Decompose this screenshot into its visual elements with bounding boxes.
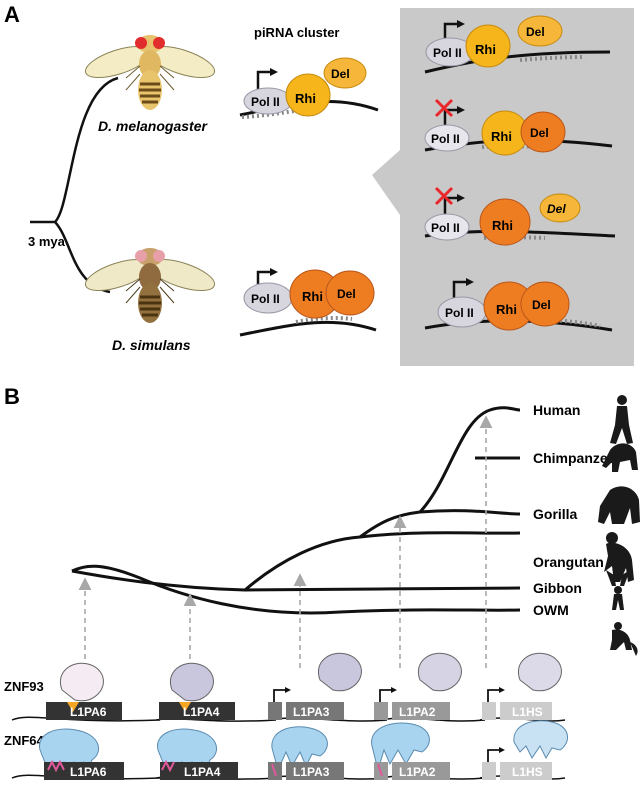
znf93-protein: [169, 662, 214, 702]
d-melanogaster-fly-icon: [84, 35, 216, 110]
del-label: Del: [331, 67, 350, 81]
l1-element-label: L1HS: [512, 705, 543, 719]
d-simulans-fly-icon: [84, 248, 216, 323]
l1-element-label: L1HS: [512, 765, 543, 779]
divergence-time: 3 mya: [28, 234, 66, 249]
l1-element-box: [160, 762, 238, 780]
del-label: Del: [526, 25, 545, 39]
primate-tree: [71, 406, 521, 615]
l1-element-label: L1PA3: [293, 765, 330, 779]
rhi-label: Rhi: [496, 302, 517, 317]
l1-element-box: [482, 762, 496, 780]
pol-ii-label: Pol II: [431, 221, 460, 235]
l1-element-box: [374, 702, 388, 720]
l1-element-box: [268, 702, 282, 720]
inhibit-cross-icon: [434, 98, 454, 118]
transcription-arrow-icon: [379, 689, 392, 702]
znf93-row: L1PA6 L1PA4 L1PA3 L1PA2 L1HS: [11, 652, 566, 722]
l1-element-label: L1PA6: [70, 705, 107, 719]
rhi-label: Rhi: [302, 289, 323, 304]
orangutan-icon: [604, 532, 634, 582]
taxon-owm: OWM: [533, 602, 569, 618]
l1-element-box: [44, 762, 124, 780]
znf93-label: ZNF93: [4, 679, 44, 694]
variant-3: Pol II Rhi Del: [424, 186, 616, 246]
rhi-shape: [285, 73, 331, 117]
transcription-arrow-icon: [487, 749, 500, 762]
l1-element-box: [392, 762, 450, 780]
variants-box: [372, 8, 634, 366]
znf93-protein: [517, 652, 562, 692]
l1-element-box: [500, 702, 552, 720]
l1-element-label: L1PA3: [293, 705, 330, 719]
panel-b-letter: B: [4, 384, 20, 409]
taxon-gorilla: Gorilla: [533, 506, 578, 522]
gibbon-icon: [606, 570, 630, 610]
species-2-label: D. simulans: [112, 337, 191, 353]
transcription-arrow-icon: [256, 70, 272, 90]
del-label: Del: [530, 126, 549, 140]
chimpanzee-icon: [602, 443, 638, 472]
variant-1: Pol II Rhi Del: [424, 15, 611, 74]
transcription-arrow-icon: [443, 22, 459, 42]
del-label: Del: [337, 287, 356, 301]
znf649-protein: [271, 726, 328, 772]
gorilla-icon: [598, 486, 640, 524]
l1-element-box: [46, 702, 122, 720]
panel-a-letter: A: [4, 2, 20, 27]
del-label: Del: [547, 202, 566, 216]
l1-element-box: [286, 762, 344, 780]
pol-ii-label: Pol II: [251, 292, 280, 306]
l1-element-box: [286, 702, 344, 720]
znf93-protein: [417, 652, 462, 692]
znf649-protein: [371, 722, 430, 772]
znf93-protein: [317, 652, 362, 692]
divergence-arrows: [78, 415, 493, 668]
mel-complex: Pol II Rhi Del: [239, 57, 379, 119]
l1-element-box: [482, 702, 496, 720]
rhi-label: Rhi: [475, 42, 496, 57]
transcription-arrow-icon: [273, 689, 286, 702]
pol-ii-label: Pol II: [445, 306, 474, 320]
transcription-arrow-icon: [487, 689, 500, 702]
variant-2: Pol II Rhi Del: [424, 98, 613, 156]
taxon-human: Human: [533, 402, 580, 418]
l1-element-box: [159, 702, 235, 720]
pol-ii-label: Pol II: [433, 46, 462, 60]
cluster-title: piRNA cluster: [254, 25, 339, 40]
transcription-arrow-icon: [452, 280, 468, 300]
taxon-chimpanzee: Chimpanzee: [533, 450, 616, 466]
l1-element-label: L1PA4: [183, 705, 220, 719]
znf93-protein: [59, 662, 104, 702]
human-icon: [610, 395, 633, 444]
pol-ii-label: Pol II: [251, 95, 280, 109]
rhi-label: Rhi: [491, 129, 512, 144]
rhi-label: Rhi: [492, 218, 513, 233]
l1-element-label: L1PA2: [399, 705, 436, 719]
fly-tree: [30, 76, 119, 294]
variant-4: Pol II Rhi Del: [424, 278, 613, 332]
l1-element-label: L1PA6: [70, 765, 107, 779]
taxon-gibbon: Gibbon: [533, 580, 582, 596]
del-shape: [323, 57, 367, 89]
owm-icon: [610, 622, 638, 656]
inhibit-cross-icon: [434, 186, 454, 206]
znf649-protein: [513, 720, 568, 760]
l1-element-label: L1PA4: [184, 765, 221, 779]
del-label: Del: [532, 298, 551, 312]
del-shape: [325, 270, 375, 316]
l1-element-box: [500, 762, 552, 780]
rhi-label: Rhi: [295, 91, 316, 106]
taxon-orangutan: Orangutan: [533, 554, 604, 570]
znf649-row: L1PA6 L1PA4 L1PA3 L1PA2 L1HS: [11, 720, 568, 780]
l1-element-box: [392, 702, 450, 720]
pol-ii-label: Pol II: [431, 132, 460, 146]
l1-element-label: L1PA2: [399, 765, 436, 779]
sim-complex: Pol II Rhi Del: [239, 268, 377, 337]
species-1-label: D. melanogaster: [98, 118, 208, 134]
